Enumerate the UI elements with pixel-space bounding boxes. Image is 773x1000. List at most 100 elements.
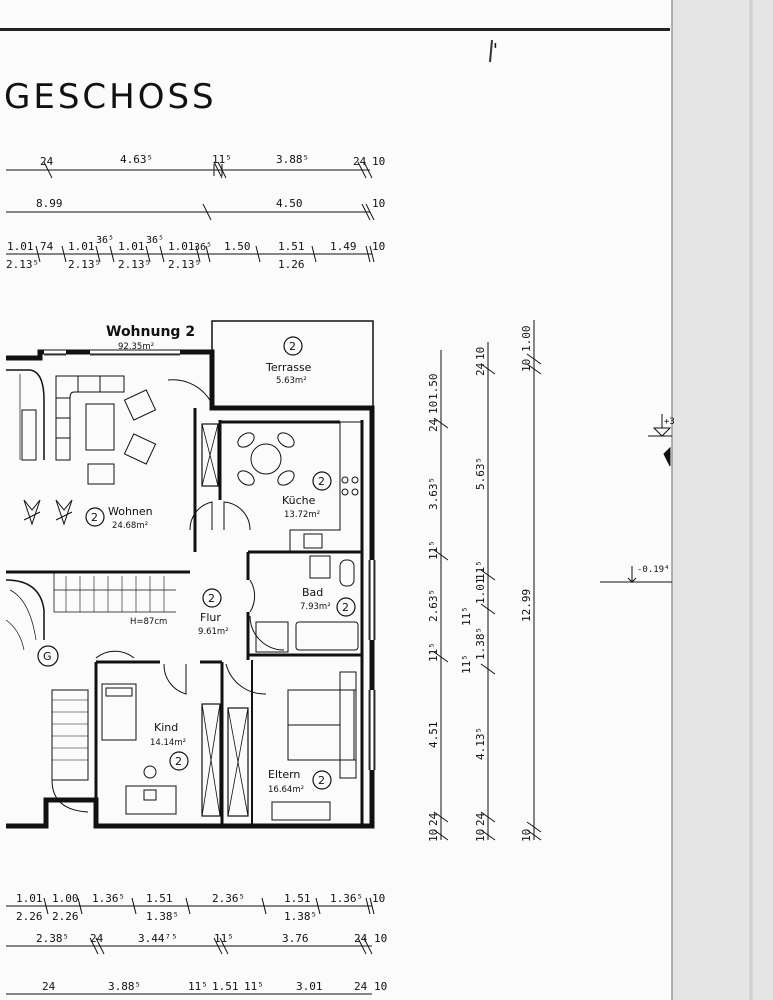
dim-bot3-d: 1.51 bbox=[212, 980, 239, 993]
apartment-name: Wohnung 2 bbox=[106, 324, 195, 340]
dim-bot1-i: 2.26 bbox=[16, 910, 43, 923]
room-area: 16.64m² bbox=[268, 785, 304, 795]
dim-v2-e: 1.01 bbox=[474, 578, 487, 605]
dim-bot2-b: 24 bbox=[90, 932, 104, 945]
svg-text:2: 2 bbox=[289, 340, 296, 353]
level-marker-upper bbox=[648, 414, 672, 467]
dim-bot1-e: 2.36⁵ bbox=[212, 892, 245, 905]
dim-bot2-c: 3.44⁷⁵ bbox=[138, 932, 178, 945]
room-kueche: 2 Küche 13.72m² bbox=[282, 471, 332, 520]
dim-bot1-h: 10 bbox=[372, 892, 385, 905]
dim-v3-d: 10 bbox=[520, 829, 533, 842]
dim-top3-n: 2.13⁵ bbox=[68, 258, 101, 271]
paper bbox=[0, 0, 672, 1000]
dim-v2-a: 24 bbox=[474, 362, 487, 376]
dim-v2-k: 24 bbox=[474, 812, 487, 826]
room-name: Küche bbox=[282, 494, 316, 507]
dim-bot3-a: 24 bbox=[42, 980, 56, 993]
apartment-area: 92.35m² bbox=[118, 342, 154, 352]
svg-text:2: 2 bbox=[318, 475, 325, 488]
dim-v1-j: 24 bbox=[427, 812, 440, 826]
dim-v3-a: 1.00 bbox=[520, 326, 533, 353]
kid-bed bbox=[101, 683, 137, 741]
dim-v2-b: 10 bbox=[474, 347, 487, 360]
room-wohnen: 2 Wohnen 24.68m² bbox=[85, 505, 153, 531]
desk bbox=[125, 785, 177, 815]
background bbox=[672, 0, 773, 1000]
sink bbox=[309, 555, 331, 579]
room-name: Wohnen bbox=[108, 505, 153, 518]
dim-v2-c: 5.63⁵ bbox=[474, 457, 487, 490]
dim-top2-a: 8.99 bbox=[36, 197, 63, 210]
dim-bot3-g: 24 bbox=[354, 980, 368, 993]
plant-icon bbox=[23, 499, 41, 526]
dim-v3-c: 12.99 bbox=[520, 589, 533, 622]
kitchen-counter bbox=[289, 421, 363, 553]
room-flur: 2 Flur 9.61m² bbox=[198, 588, 229, 637]
dimension-row-top-3 bbox=[6, 245, 375, 263]
shower bbox=[255, 621, 289, 653]
dim-bot1-a: 1.01 bbox=[16, 892, 43, 905]
room-area: 14.14m² bbox=[150, 738, 186, 748]
dim-top3-e: 1.01 bbox=[118, 240, 145, 253]
dim-top3-g: 1.01 bbox=[168, 240, 195, 253]
level-marker-lower bbox=[600, 566, 672, 583]
dim-v2-j: 10 bbox=[474, 829, 487, 842]
dim-top1-b: 4.63⁵ bbox=[120, 153, 153, 166]
svg-text:2: 2 bbox=[175, 755, 182, 768]
dim-v1-h: 4.51 bbox=[427, 722, 440, 749]
dim-v1-b: 24 bbox=[427, 418, 440, 432]
dim-bot2-e: 3.76 bbox=[282, 932, 309, 945]
dim-top2-c: 10 bbox=[372, 197, 385, 210]
coffee-table bbox=[85, 403, 115, 451]
dim-bot1-k: 1.38⁵ bbox=[146, 910, 179, 923]
dim-top1-a: 24 bbox=[40, 155, 54, 168]
level-upper-value: +3 bbox=[664, 417, 675, 427]
svg-text:2: 2 bbox=[318, 774, 325, 787]
dim-top1-e: 24 bbox=[353, 155, 367, 168]
dim-top1-d: 3.88⁵ bbox=[276, 153, 309, 166]
dimension-row-top-2 bbox=[6, 203, 375, 221]
svg-text:2: 2 bbox=[208, 592, 215, 605]
dim-bot1-f: 1.51 bbox=[284, 892, 311, 905]
dim-bot1-d: 1.51 bbox=[146, 892, 173, 905]
dim-top3-o: 2.13⁵ bbox=[118, 258, 151, 271]
room-name: Flur bbox=[200, 611, 221, 624]
room-name: Bad bbox=[302, 586, 323, 599]
sheet-title: GESCHOSS bbox=[4, 77, 217, 117]
room-kind: 2 Kind 14.14m² bbox=[150, 721, 189, 771]
room-terrasse: 2 Terrasse 5.63m² bbox=[265, 336, 312, 386]
dim-bot3-e: 11⁵ bbox=[244, 980, 264, 993]
pen-mark: ' bbox=[490, 40, 501, 61]
room-bad: 2 Bad 7.93m² bbox=[300, 586, 356, 617]
dim-bot2-g: 10 bbox=[374, 932, 387, 945]
dim-top3-i: 1.50 bbox=[224, 240, 251, 253]
svg-text:G: G bbox=[43, 650, 52, 663]
dim-v1-c: 10 bbox=[427, 401, 440, 414]
dimension-row-bottom-1 bbox=[6, 897, 375, 915]
dim-v1-f: 2.63⁵ bbox=[427, 589, 440, 622]
dining-table bbox=[250, 443, 282, 475]
stair-marker-g: G bbox=[37, 645, 59, 667]
dim-top1-f: 10 bbox=[372, 155, 385, 168]
dim-v1-a: 1.50 bbox=[427, 374, 440, 401]
room-name: Terrasse bbox=[265, 361, 312, 374]
dim-top3-c: 1.01 bbox=[68, 240, 95, 253]
dim-v2-g: 1.38⁵ bbox=[474, 627, 487, 660]
furniture bbox=[21, 375, 363, 821]
dim-bot1-b: 1.00 bbox=[52, 892, 79, 905]
svg-text:2: 2 bbox=[342, 601, 349, 614]
dim-v1-e: 11⁵ bbox=[427, 540, 440, 560]
dim-top3-a: 1.01 bbox=[7, 240, 34, 253]
dim-v2-i: 4.13⁵ bbox=[474, 727, 487, 760]
stair-height-note: H=87cm bbox=[130, 617, 167, 627]
dim-bot1-l: 1.38⁵ bbox=[284, 910, 317, 923]
dim-bot1-j: 2.26 bbox=[52, 910, 79, 923]
room-area: 9.61m² bbox=[198, 627, 229, 637]
dim-top3-q: 1.26 bbox=[278, 258, 305, 271]
dim-top3-f: 36⁵ bbox=[146, 235, 164, 246]
dim-top3-l: 10 bbox=[372, 240, 385, 253]
dim-v1-d: 3.63⁵ bbox=[427, 477, 440, 510]
dim-v1-i: 10 bbox=[427, 829, 440, 842]
dim-top3-h: 36⁵ bbox=[194, 242, 212, 253]
